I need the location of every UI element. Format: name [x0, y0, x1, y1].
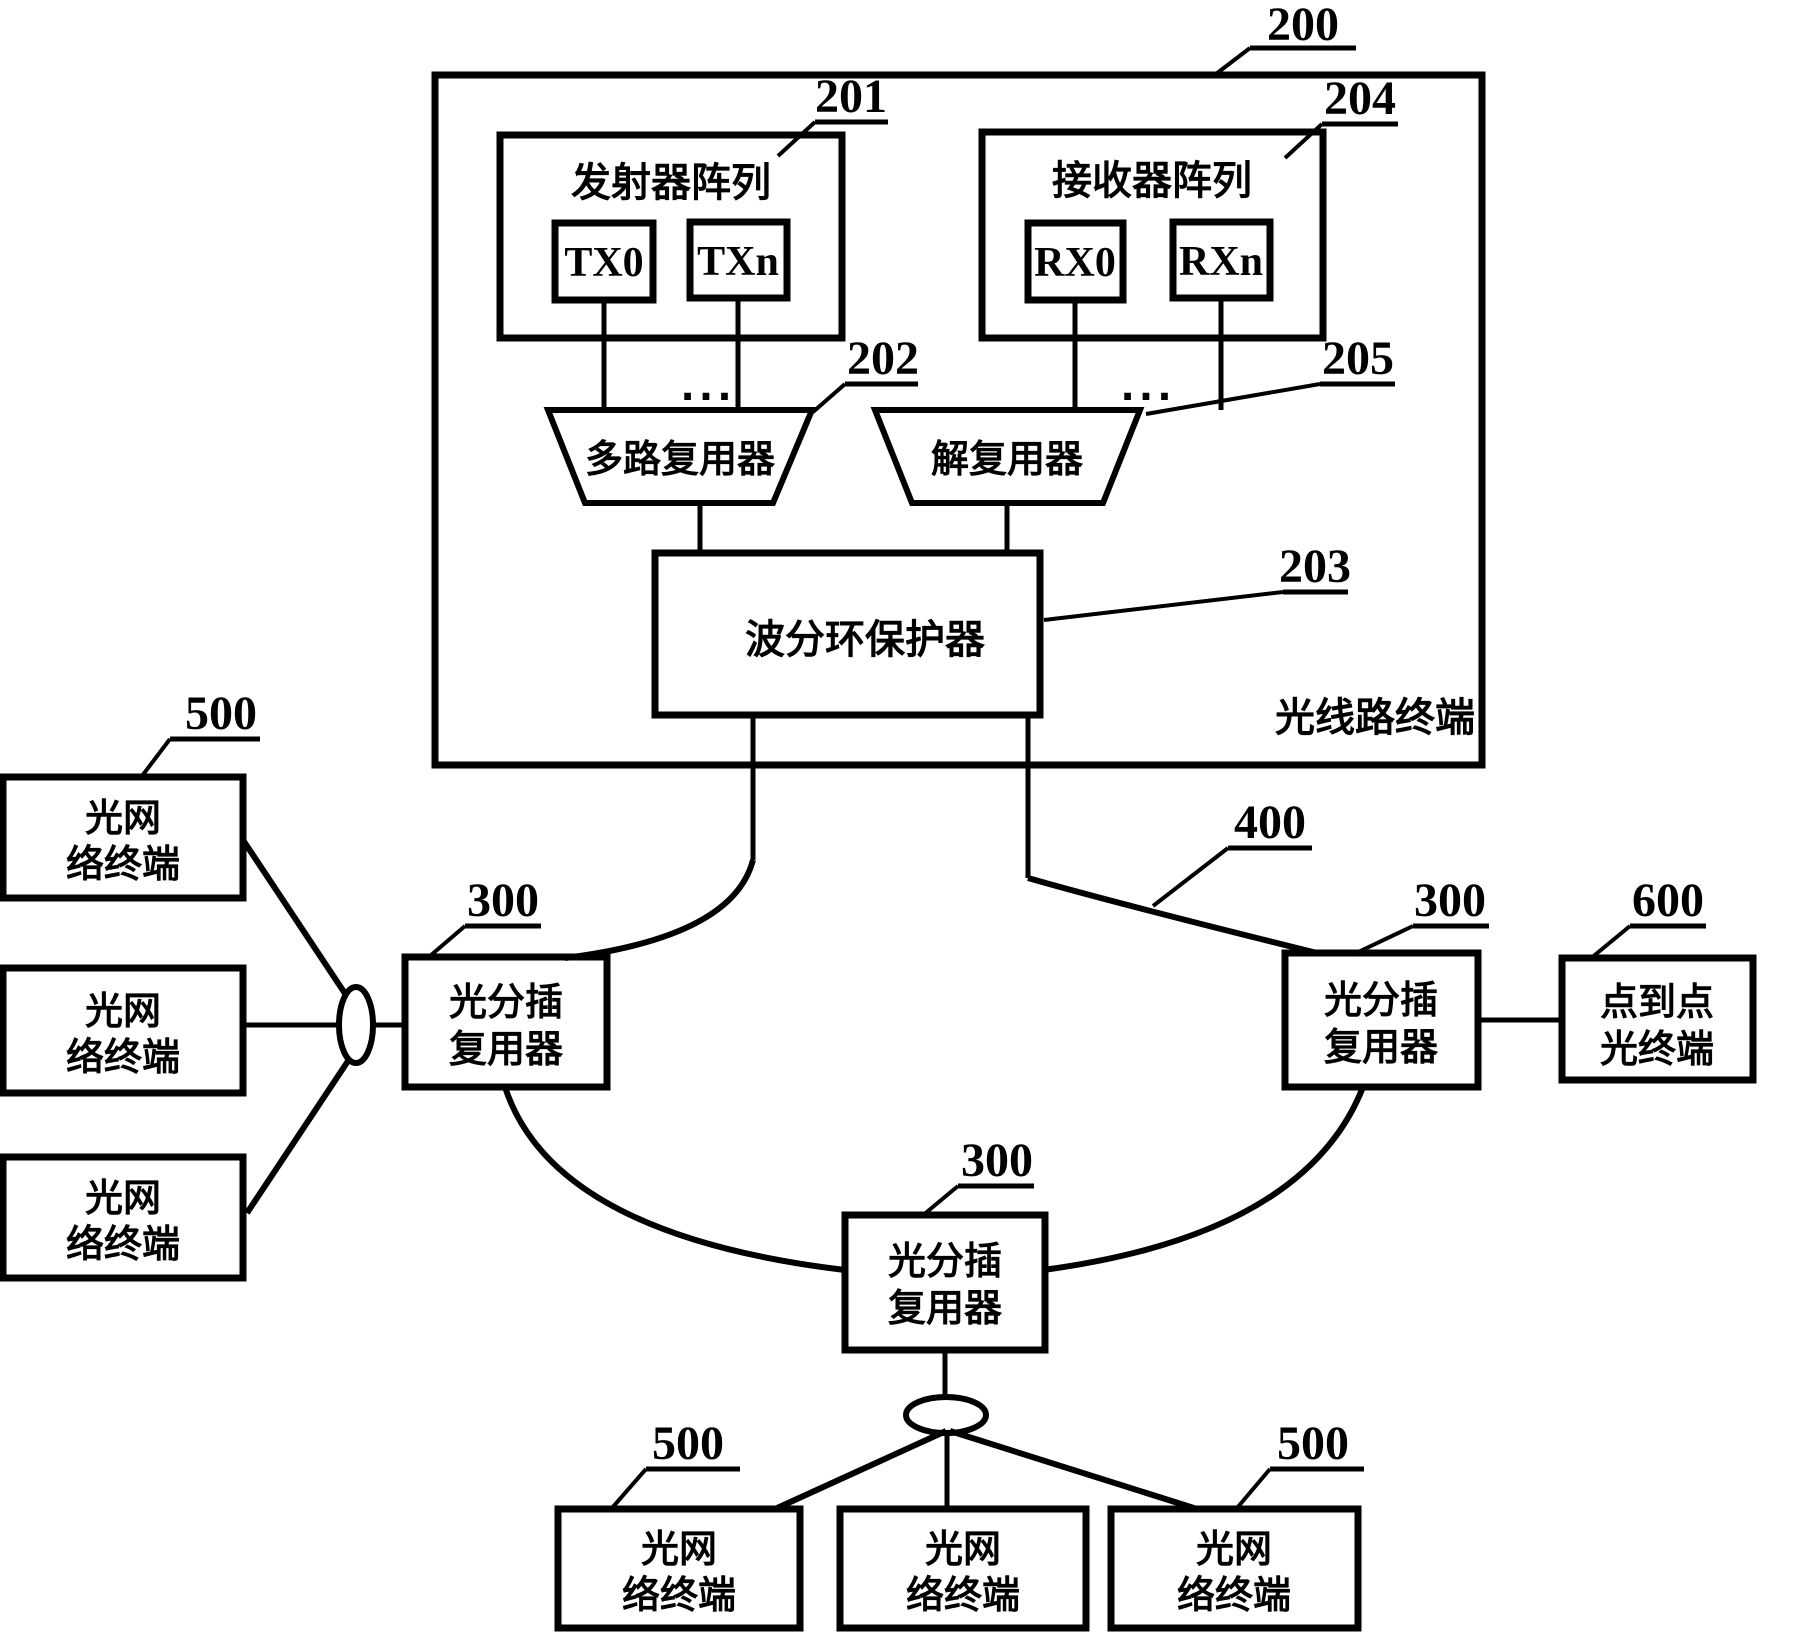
- oadm-right-line1: 光分插: [1324, 980, 1438, 1022]
- splitter-ellipse-left: [336, 984, 376, 1066]
- receiver-array-box: [978, 128, 1327, 342]
- rx-array-ref-leader: [1283, 122, 1324, 160]
- ont-bottom-3-box: [1107, 1505, 1362, 1632]
- transmitter-array-title: 发射器阵列: [571, 160, 771, 205]
- oadm-right-ref-leader: [1351, 924, 1414, 957]
- protector-ref-leader: [1043, 590, 1284, 622]
- ont-bottom-left-ref: 500: [652, 1417, 724, 1470]
- p2p-terminal-ref: 600: [1632, 874, 1704, 927]
- oadm-bottom-line1: 光分插: [888, 1241, 1002, 1283]
- ont-bottom-1-line2: 络终端: [622, 1574, 736, 1617]
- demultiplexer-ref: 205: [1322, 332, 1394, 385]
- ring-arc-top-left: [564, 859, 756, 961]
- demultiplexer-trapezoid: [870, 407, 1145, 506]
- ont-left-ref: 500: [185, 687, 257, 740]
- multiplexer-ref-leader: [811, 382, 847, 414]
- tx-array-ref-leader: [776, 120, 817, 158]
- multiplexer-trapezoid: [543, 407, 817, 506]
- ont-left-3-box: [0, 1153, 247, 1282]
- oadm-left-line1: 光分插: [449, 982, 563, 1024]
- p2p-terminal-box: [1558, 954, 1757, 1084]
- left-fan-top: [240, 838, 349, 997]
- transmitter-array-box: [496, 131, 846, 342]
- ring-arc-bottom-right: [1042, 1085, 1366, 1273]
- ont-bottom-2-box: [836, 1505, 1090, 1632]
- splitter-ellipse-bottom: [903, 1394, 989, 1436]
- demultiplexer-label: 解复用器: [931, 439, 1084, 481]
- ont-bottom-2-line2: 络终端: [906, 1574, 1020, 1617]
- ont-bottom-2-line1: 光网: [925, 1529, 1001, 1571]
- oadm-bottom-line2: 复用器: [888, 1288, 1003, 1330]
- p2p-terminal-line2: 光终端: [1600, 1029, 1714, 1071]
- ring-ref: 400: [1234, 796, 1306, 849]
- tx0-label: TX0: [564, 240, 643, 286]
- tx-ellipsis: ...: [680, 365, 735, 409]
- ont-bottom-left-ref-leader: [610, 1467, 648, 1510]
- olt-ref: 200: [1267, 0, 1339, 51]
- rx0-label: RX0: [1034, 240, 1116, 286]
- ont-left-2-box: [0, 964, 247, 1097]
- ring-arc-top-right: [1027, 875, 1318, 956]
- tx-array-ref: 201: [815, 70, 887, 123]
- ont-left-1-box: [0, 773, 247, 902]
- oadm-right-ref: 300: [1414, 874, 1486, 927]
- ont-left-2-line1: 光网: [85, 991, 161, 1033]
- oadm-right-line2: 复用器: [1324, 1027, 1439, 1069]
- demultiplexer-ref-leader: [1145, 382, 1321, 416]
- oadm-bottom-ref-leader: [920, 1184, 960, 1218]
- left-fan-bottom: [244, 1056, 353, 1215]
- oadm-left-box: [401, 953, 611, 1091]
- oadm-left-ref: 300: [467, 874, 539, 927]
- ring-arc-bottom-left: [502, 1086, 846, 1273]
- ont-left-3-line1: 光网: [85, 1178, 161, 1220]
- ont-bottom-right-ref: 500: [1277, 1417, 1349, 1470]
- protector-ref: 203: [1279, 540, 1351, 593]
- receiver-array-title: 接收器阵列: [1052, 158, 1252, 203]
- olt-label: 光线路终端: [1275, 695, 1475, 740]
- ont-bottom-3-line2: 络终端: [1177, 1574, 1291, 1617]
- ont-bottom-3-line1: 光网: [1196, 1529, 1272, 1571]
- ont-bottom-right-ref-leader: [1235, 1467, 1272, 1510]
- ont-bottom-1-line1: 光网: [641, 1529, 717, 1571]
- rx-ellipsis: ...: [1120, 365, 1175, 409]
- p2p-ref-leader: [1588, 924, 1632, 961]
- p2p-terminal-line1: 点到点: [1600, 982, 1714, 1024]
- multiplexer-ref: 202: [847, 332, 919, 385]
- olt-box: [431, 71, 1486, 769]
- ont-left-1-line1: 光网: [85, 798, 161, 840]
- oadm-left-ref-leader: [428, 924, 467, 958]
- splitter-fan-right: [949, 1428, 1198, 1512]
- ont-bottom-1-box: [554, 1505, 804, 1632]
- ont-left-ref-leader: [140, 737, 172, 778]
- rx-array-ref: 204: [1324, 72, 1396, 125]
- wdm-ring-protector-label: 波分环保护器: [745, 617, 986, 662]
- multiplexer-label: 多路复用器: [585, 439, 776, 481]
- txn-label: TXn: [697, 239, 779, 285]
- ont-left-1-line2: 络终端: [66, 843, 180, 886]
- olt-ref-leader: [1210, 46, 1252, 79]
- oadm-left-line2: 复用器: [449, 1029, 564, 1071]
- wdm-ring-protector-box: [651, 549, 1044, 719]
- ring-ref-leader: [1151, 846, 1230, 908]
- ont-left-3-line2: 络终端: [66, 1223, 180, 1266]
- ont-left-2-line2: 络终端: [66, 1036, 180, 1079]
- oadm-bottom-ref: 300: [961, 1134, 1033, 1187]
- splitter-fan-left: [773, 1428, 948, 1512]
- rxn-label: RXn: [1179, 239, 1263, 285]
